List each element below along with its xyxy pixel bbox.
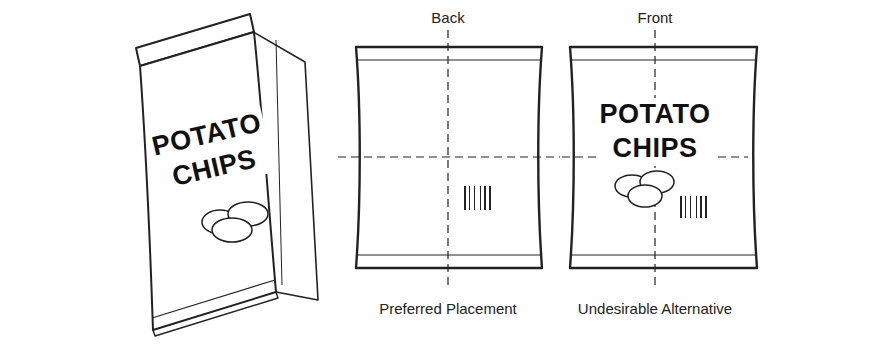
barcode-bar (464, 186, 466, 210)
barcode-bar (705, 196, 707, 218)
barcode-bar (474, 186, 475, 210)
barcode (680, 196, 707, 218)
barcode-bar (680, 196, 682, 218)
chip-bag-illustration (136, 14, 318, 336)
view-label: Front (635, 9, 674, 27)
flat-bag-front (562, 30, 757, 290)
barcode-bar (489, 186, 491, 210)
barcode-bar (690, 196, 691, 218)
caption-label: Preferred Placement (377, 300, 519, 318)
barcode-bar (480, 186, 481, 210)
brand-text: POTATO CHIPS (597, 98, 714, 166)
flat-bag-back (338, 30, 560, 290)
barcode-bar (685, 196, 686, 218)
barcode-bar (469, 186, 470, 210)
barcode-bar (696, 196, 697, 218)
barcode (464, 186, 491, 210)
barcode-bar (484, 186, 486, 210)
barcode-bar (700, 196, 702, 218)
view-label: Back (429, 9, 466, 27)
caption-label: Undesirable Alternative (576, 300, 734, 318)
